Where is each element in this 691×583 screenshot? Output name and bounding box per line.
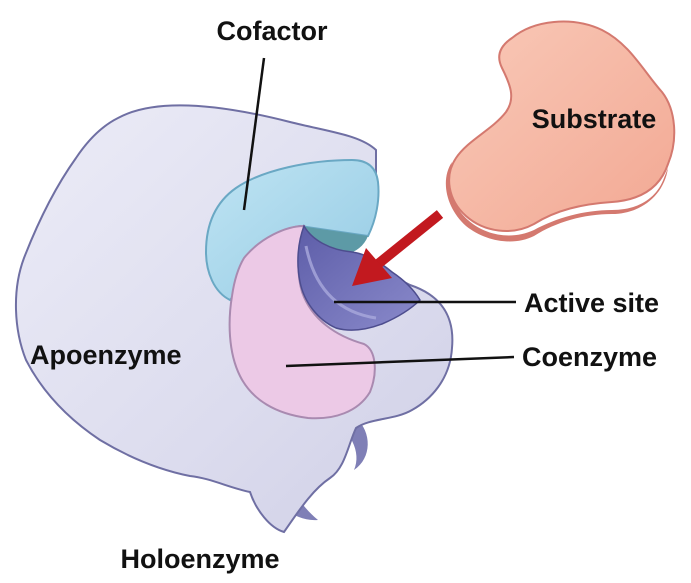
active-site-label: Active site: [524, 288, 659, 318]
cofactor-label: Cofactor: [216, 16, 327, 46]
apoenzyme-label: Apoenzyme: [30, 340, 182, 370]
coenzyme-label: Coenzyme: [522, 342, 657, 372]
holoenzyme-label: Holoenzyme: [120, 544, 279, 574]
binding-arrow-shaft: [378, 214, 440, 264]
substrate-label: Substrate: [532, 104, 657, 134]
